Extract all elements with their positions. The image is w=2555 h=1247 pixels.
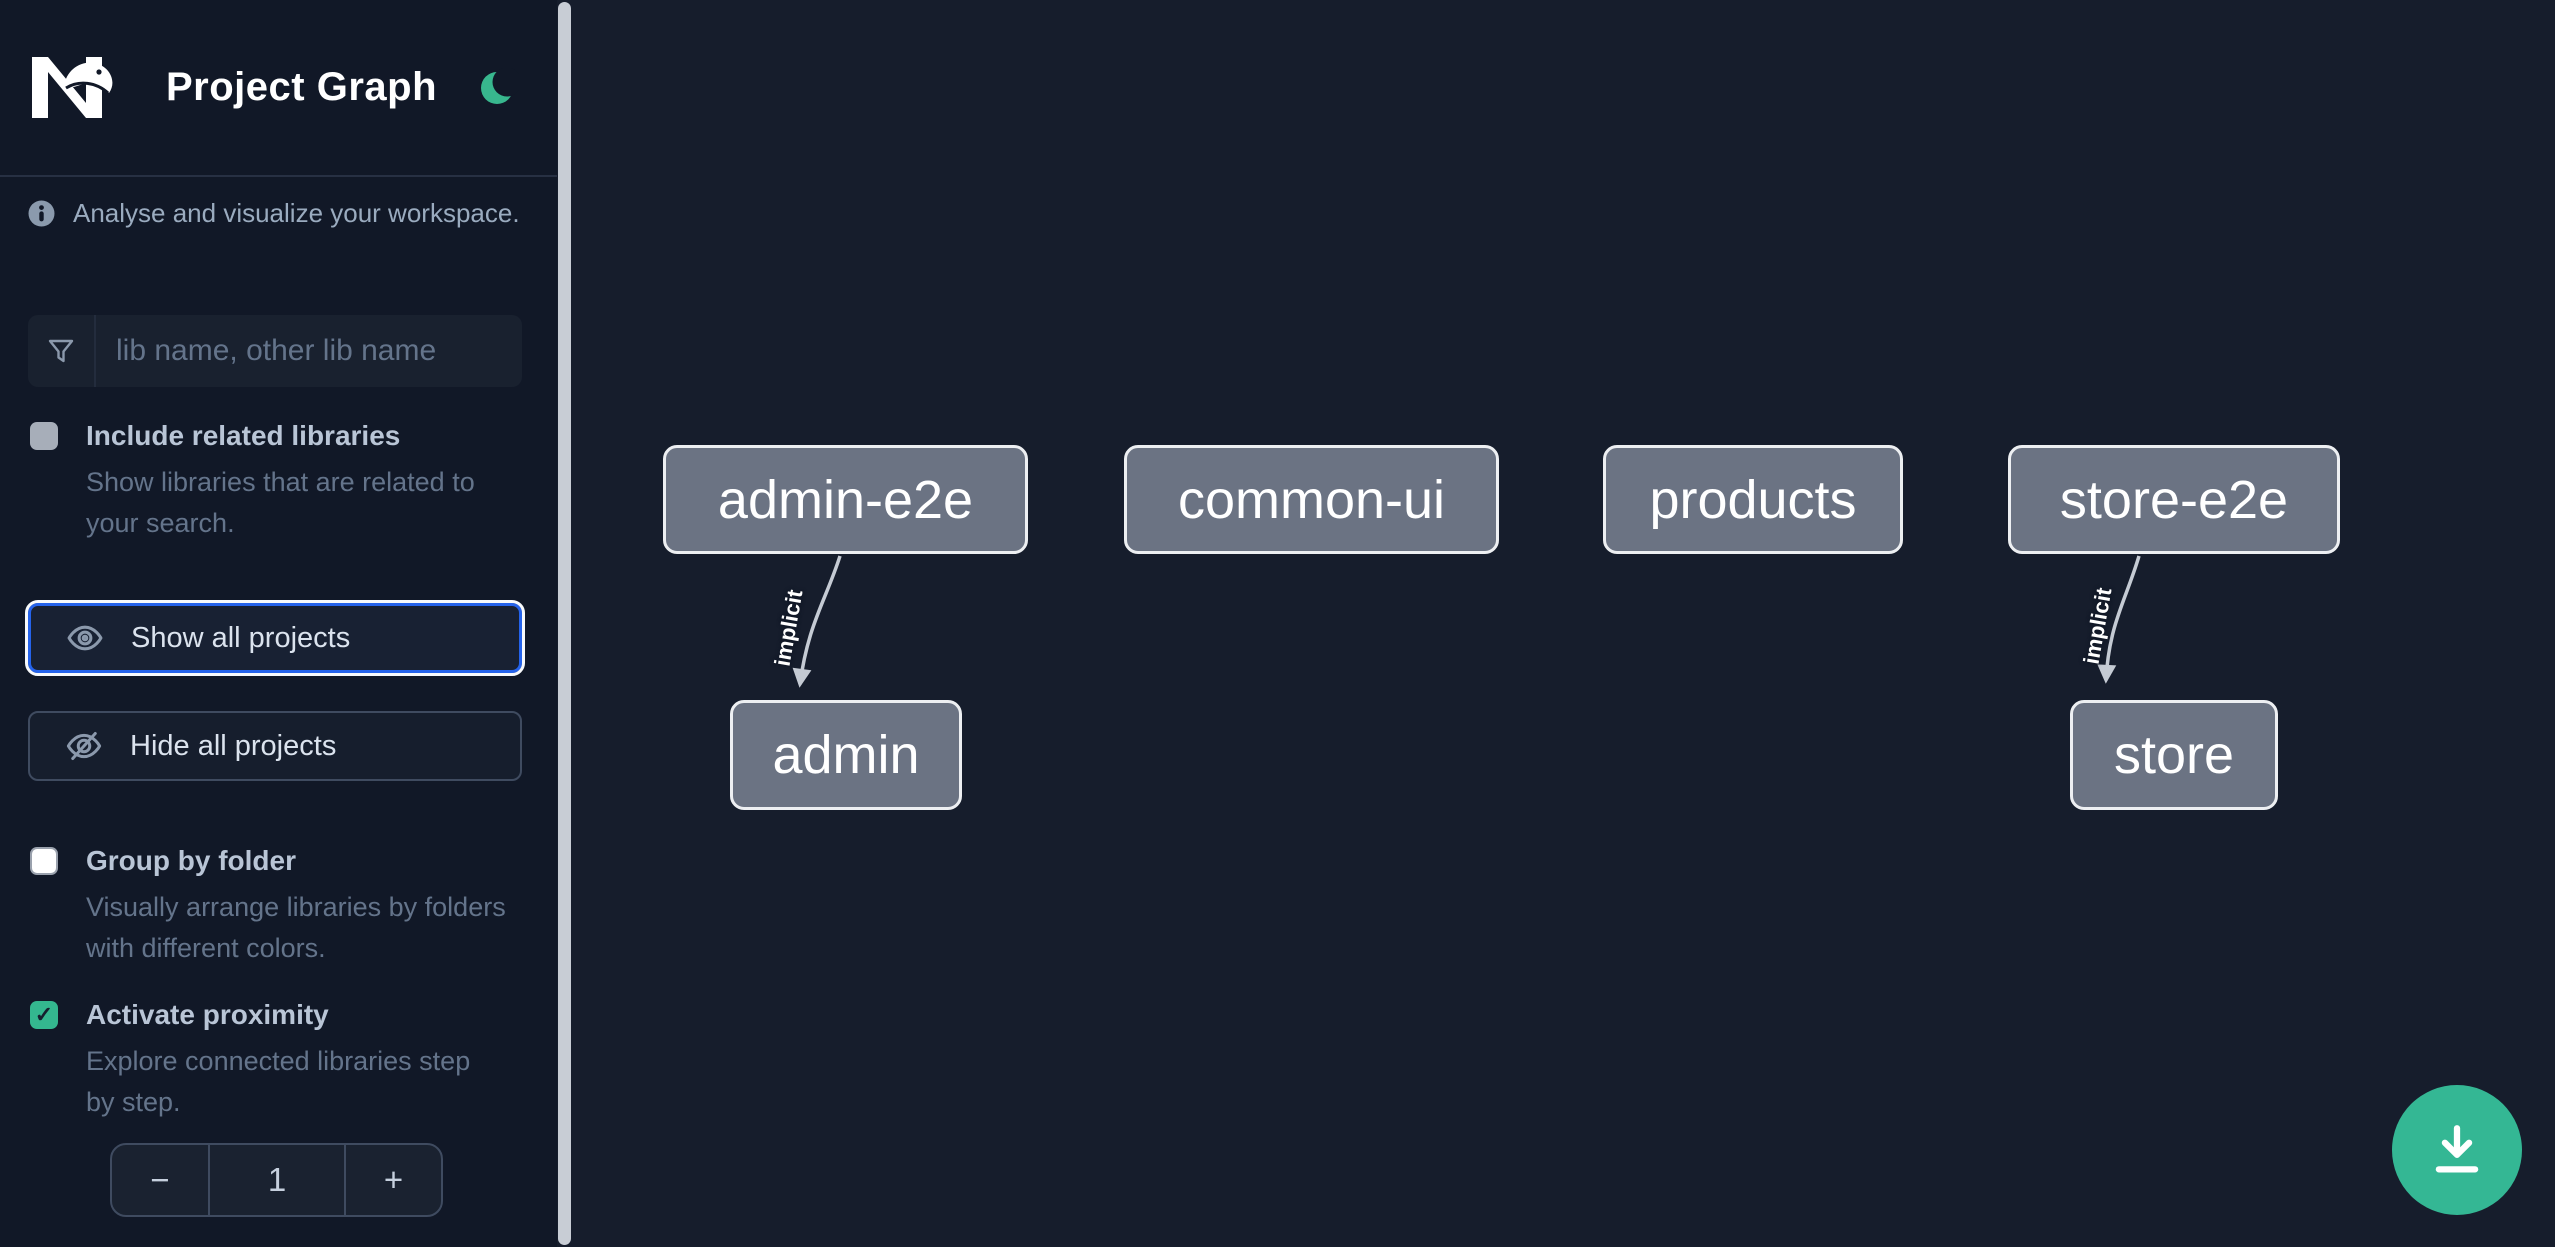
include-related-description: Show libraries that are related to your … — [86, 467, 475, 538]
include-related-option: Include related libraries Show libraries… — [30, 420, 500, 544]
show-all-projects-button[interactable]: Show all projects — [25, 600, 525, 676]
sidebar-scrollbar[interactable] — [558, 2, 571, 1245]
group-by-folder-description: Visually arrange libraries by folders wi… — [86, 892, 506, 963]
group-by-folder-option: Group by folder Visually arrange librari… — [30, 845, 506, 969]
include-related-checkbox[interactable] — [30, 422, 58, 450]
stepper-value: 1 — [208, 1145, 344, 1215]
group-by-folder-label[interactable]: Group by folder — [86, 845, 296, 876]
nx-logo — [32, 56, 113, 118]
activate-proximity-description: Explore connected libraries step by step… — [86, 1046, 471, 1117]
include-related-label[interactable]: Include related libraries — [86, 420, 401, 451]
filter-funnel-icon — [28, 315, 96, 387]
group-by-folder-checkbox[interactable] — [30, 847, 58, 875]
sidebar-header: Project Graph — [0, 0, 557, 177]
project-node-admin[interactable]: admin — [730, 700, 962, 810]
theme-toggle-button[interactable] — [477, 66, 521, 110]
info-icon — [28, 200, 55, 227]
project-node-store-e2e[interactable]: store-e2e — [2008, 445, 2340, 554]
proximity-depth-stepper: − 1 + — [110, 1143, 443, 1217]
decrement-button[interactable]: − — [150, 1161, 170, 1198]
project-node-store[interactable]: store — [2070, 700, 2278, 810]
project-node-common-ui[interactable]: common-ui — [1124, 445, 1499, 554]
activate-proximity-checkbox[interactable]: ✓ — [30, 1001, 58, 1029]
search-box — [28, 315, 522, 387]
graph-canvas[interactable] — [571, 0, 2555, 1247]
activate-proximity-label[interactable]: Activate proximity — [86, 999, 329, 1030]
eye-icon — [67, 625, 103, 651]
hide-all-projects-label: Hide all projects — [130, 729, 337, 762]
search-input[interactable] — [96, 315, 522, 387]
tagline-text: Analyse and visualize your workspace. — [73, 198, 520, 228]
moon-icon — [481, 67, 519, 104]
checkmark-icon: ✓ — [34, 1002, 54, 1027]
increment-button[interactable]: + — [344, 1145, 441, 1215]
activate-proximity-option: ✓ Activate proximity Explore connected l… — [30, 999, 500, 1123]
project-node-products[interactable]: products — [1603, 445, 1903, 554]
download-graph-button[interactable] — [2392, 1085, 2522, 1215]
page-title: Project Graph — [166, 65, 438, 109]
hide-all-projects-button[interactable]: Hide all projects — [28, 711, 522, 781]
tagline: Analyse and visualize your workspace. — [28, 198, 528, 229]
download-icon — [2435, 1125, 2479, 1173]
show-all-projects-label: Show all projects — [131, 621, 351, 654]
sidebar: Project Graph Analyse and visualize your… — [0, 0, 557, 1247]
project-node-admin-e2e[interactable]: admin-e2e — [663, 445, 1028, 554]
eye-off-icon — [66, 732, 102, 760]
